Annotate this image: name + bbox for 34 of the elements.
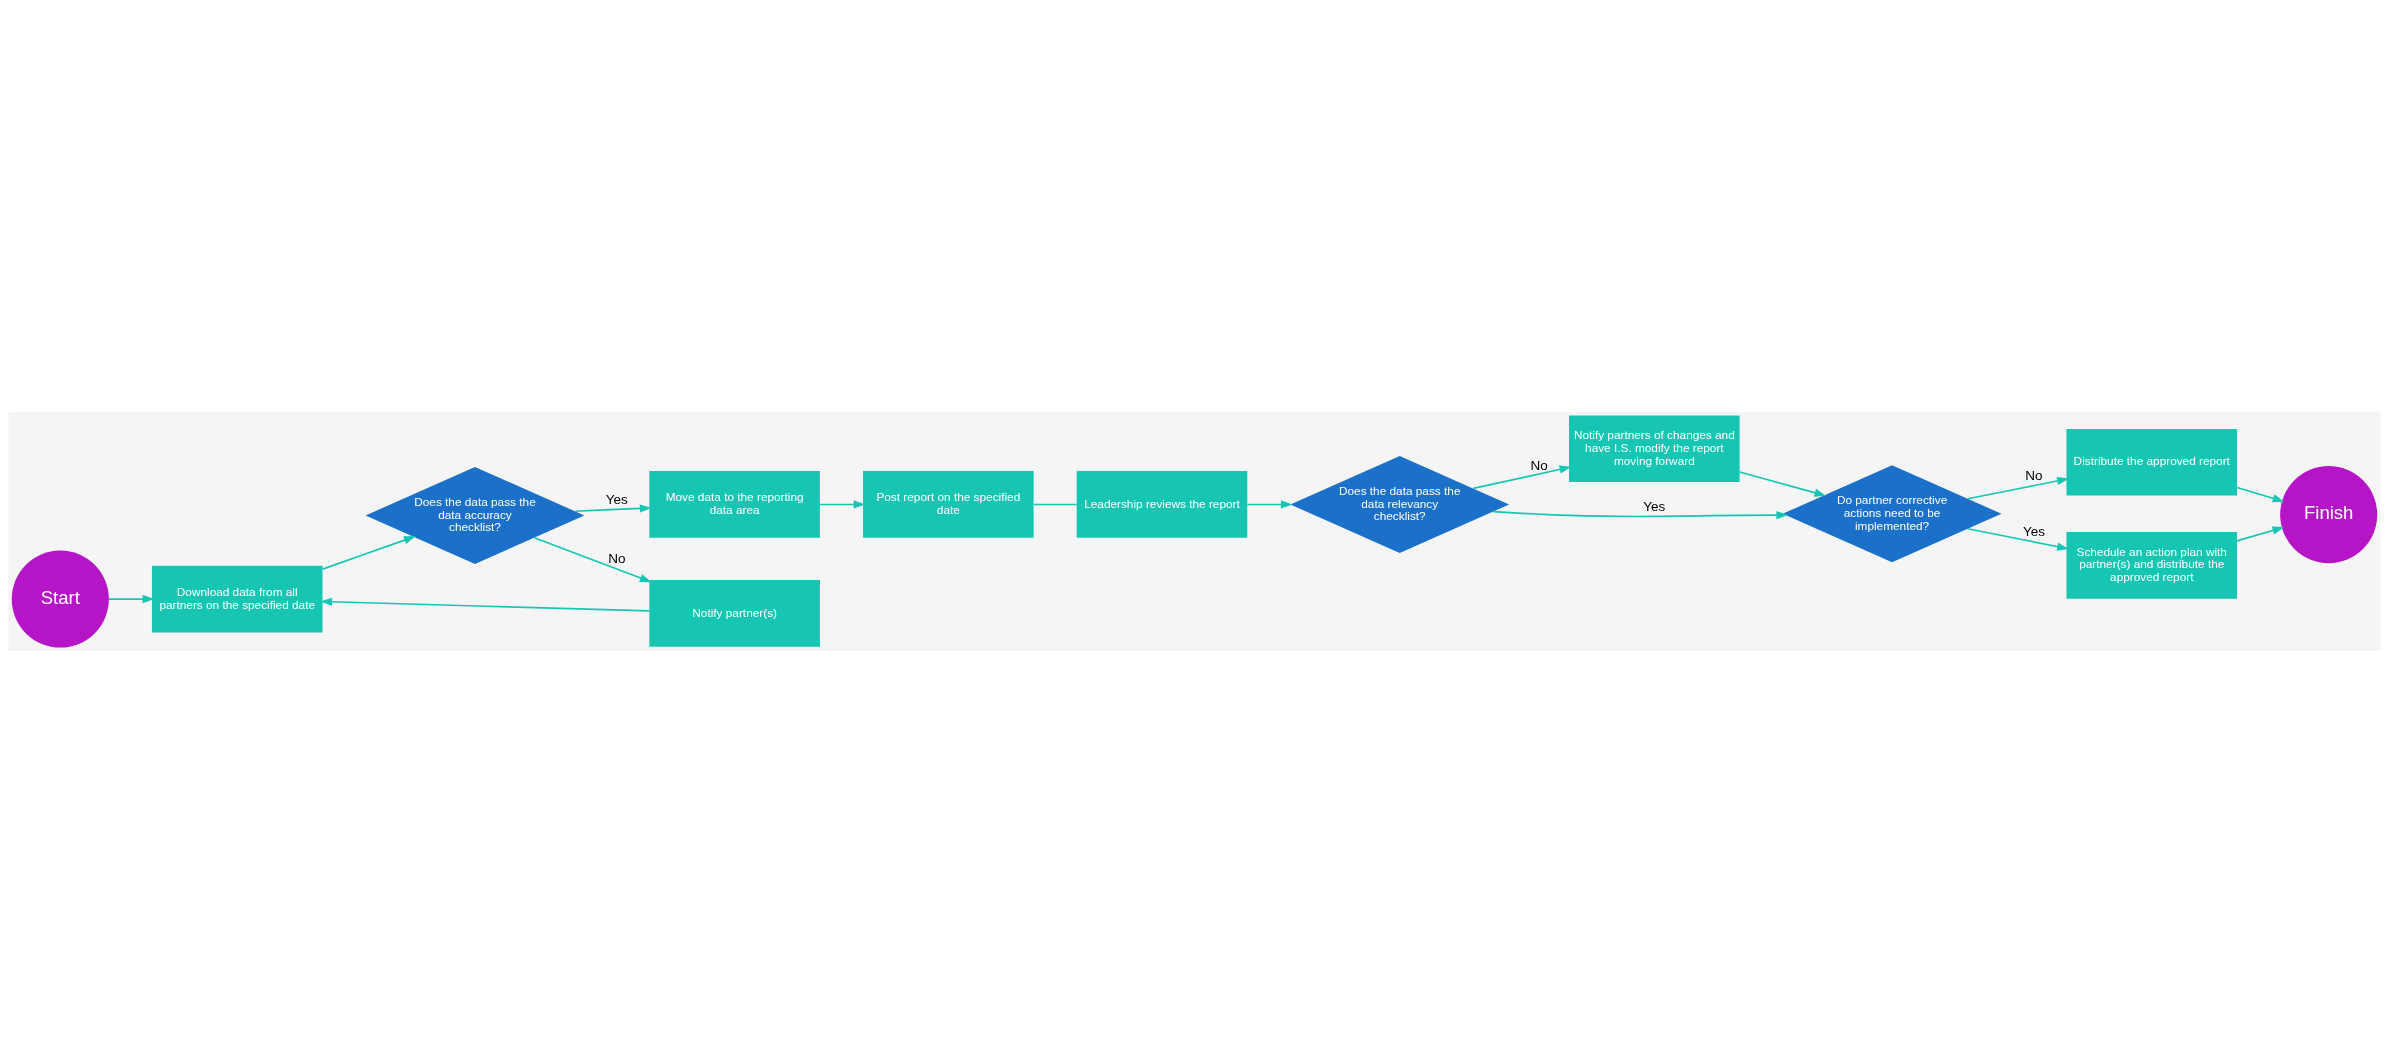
arrow — [1967, 476, 2069, 500]
node-box: Download data from all partners on the specified date — [151, 565, 323, 632]
arrow — [2236, 526, 2285, 542]
node-box: Schedule an action plan with partner(s) and distribute the approved report — [2066, 531, 2238, 599]
node-circle: Finish — [2280, 465, 2378, 563]
arrow — [533, 536, 652, 582]
node-box: Leadership reviews the report — [1076, 470, 1248, 538]
node-circle: Start — [11, 550, 109, 648]
edge-label: Yes — [605, 491, 628, 507]
edge-label: No — [1530, 457, 1548, 473]
arrow — [1246, 499, 1293, 509]
edge-label: Yes — [2022, 523, 2045, 539]
node-box: Move data to the reporting data area — [649, 470, 820, 538]
connector — [1033, 503, 1078, 505]
arrow — [1967, 527, 2069, 551]
arrow — [321, 535, 416, 570]
arrow — [1472, 464, 1572, 489]
node-box: Notify partners of changes and have I.S. modify the report moving forward — [1569, 414, 1740, 482]
node-diamond: Does the data pass the data accuracy checklist? — [365, 466, 585, 564]
edge-label: Yes — [1643, 498, 1666, 514]
node-box: Distribute the approved report — [2066, 428, 2238, 496]
node-box: Post report on the specified date — [863, 470, 1034, 538]
arrow — [1738, 470, 1827, 497]
edge-label: No — [2025, 467, 2043, 483]
arrow — [1492, 510, 1789, 519]
arrow — [574, 503, 652, 513]
node-diamond: Does the data pass the data relevancy checklist? — [1290, 455, 1510, 553]
arrow — [320, 597, 650, 612]
node-diamond: Do partner corrective actions need to be implemented? — [1782, 464, 2002, 562]
node-box: Notify partner(s) — [649, 579, 820, 647]
arrow — [2236, 486, 2285, 502]
arrow — [108, 594, 155, 603]
edge-label: No — [608, 550, 626, 566]
arrow — [819, 499, 866, 509]
